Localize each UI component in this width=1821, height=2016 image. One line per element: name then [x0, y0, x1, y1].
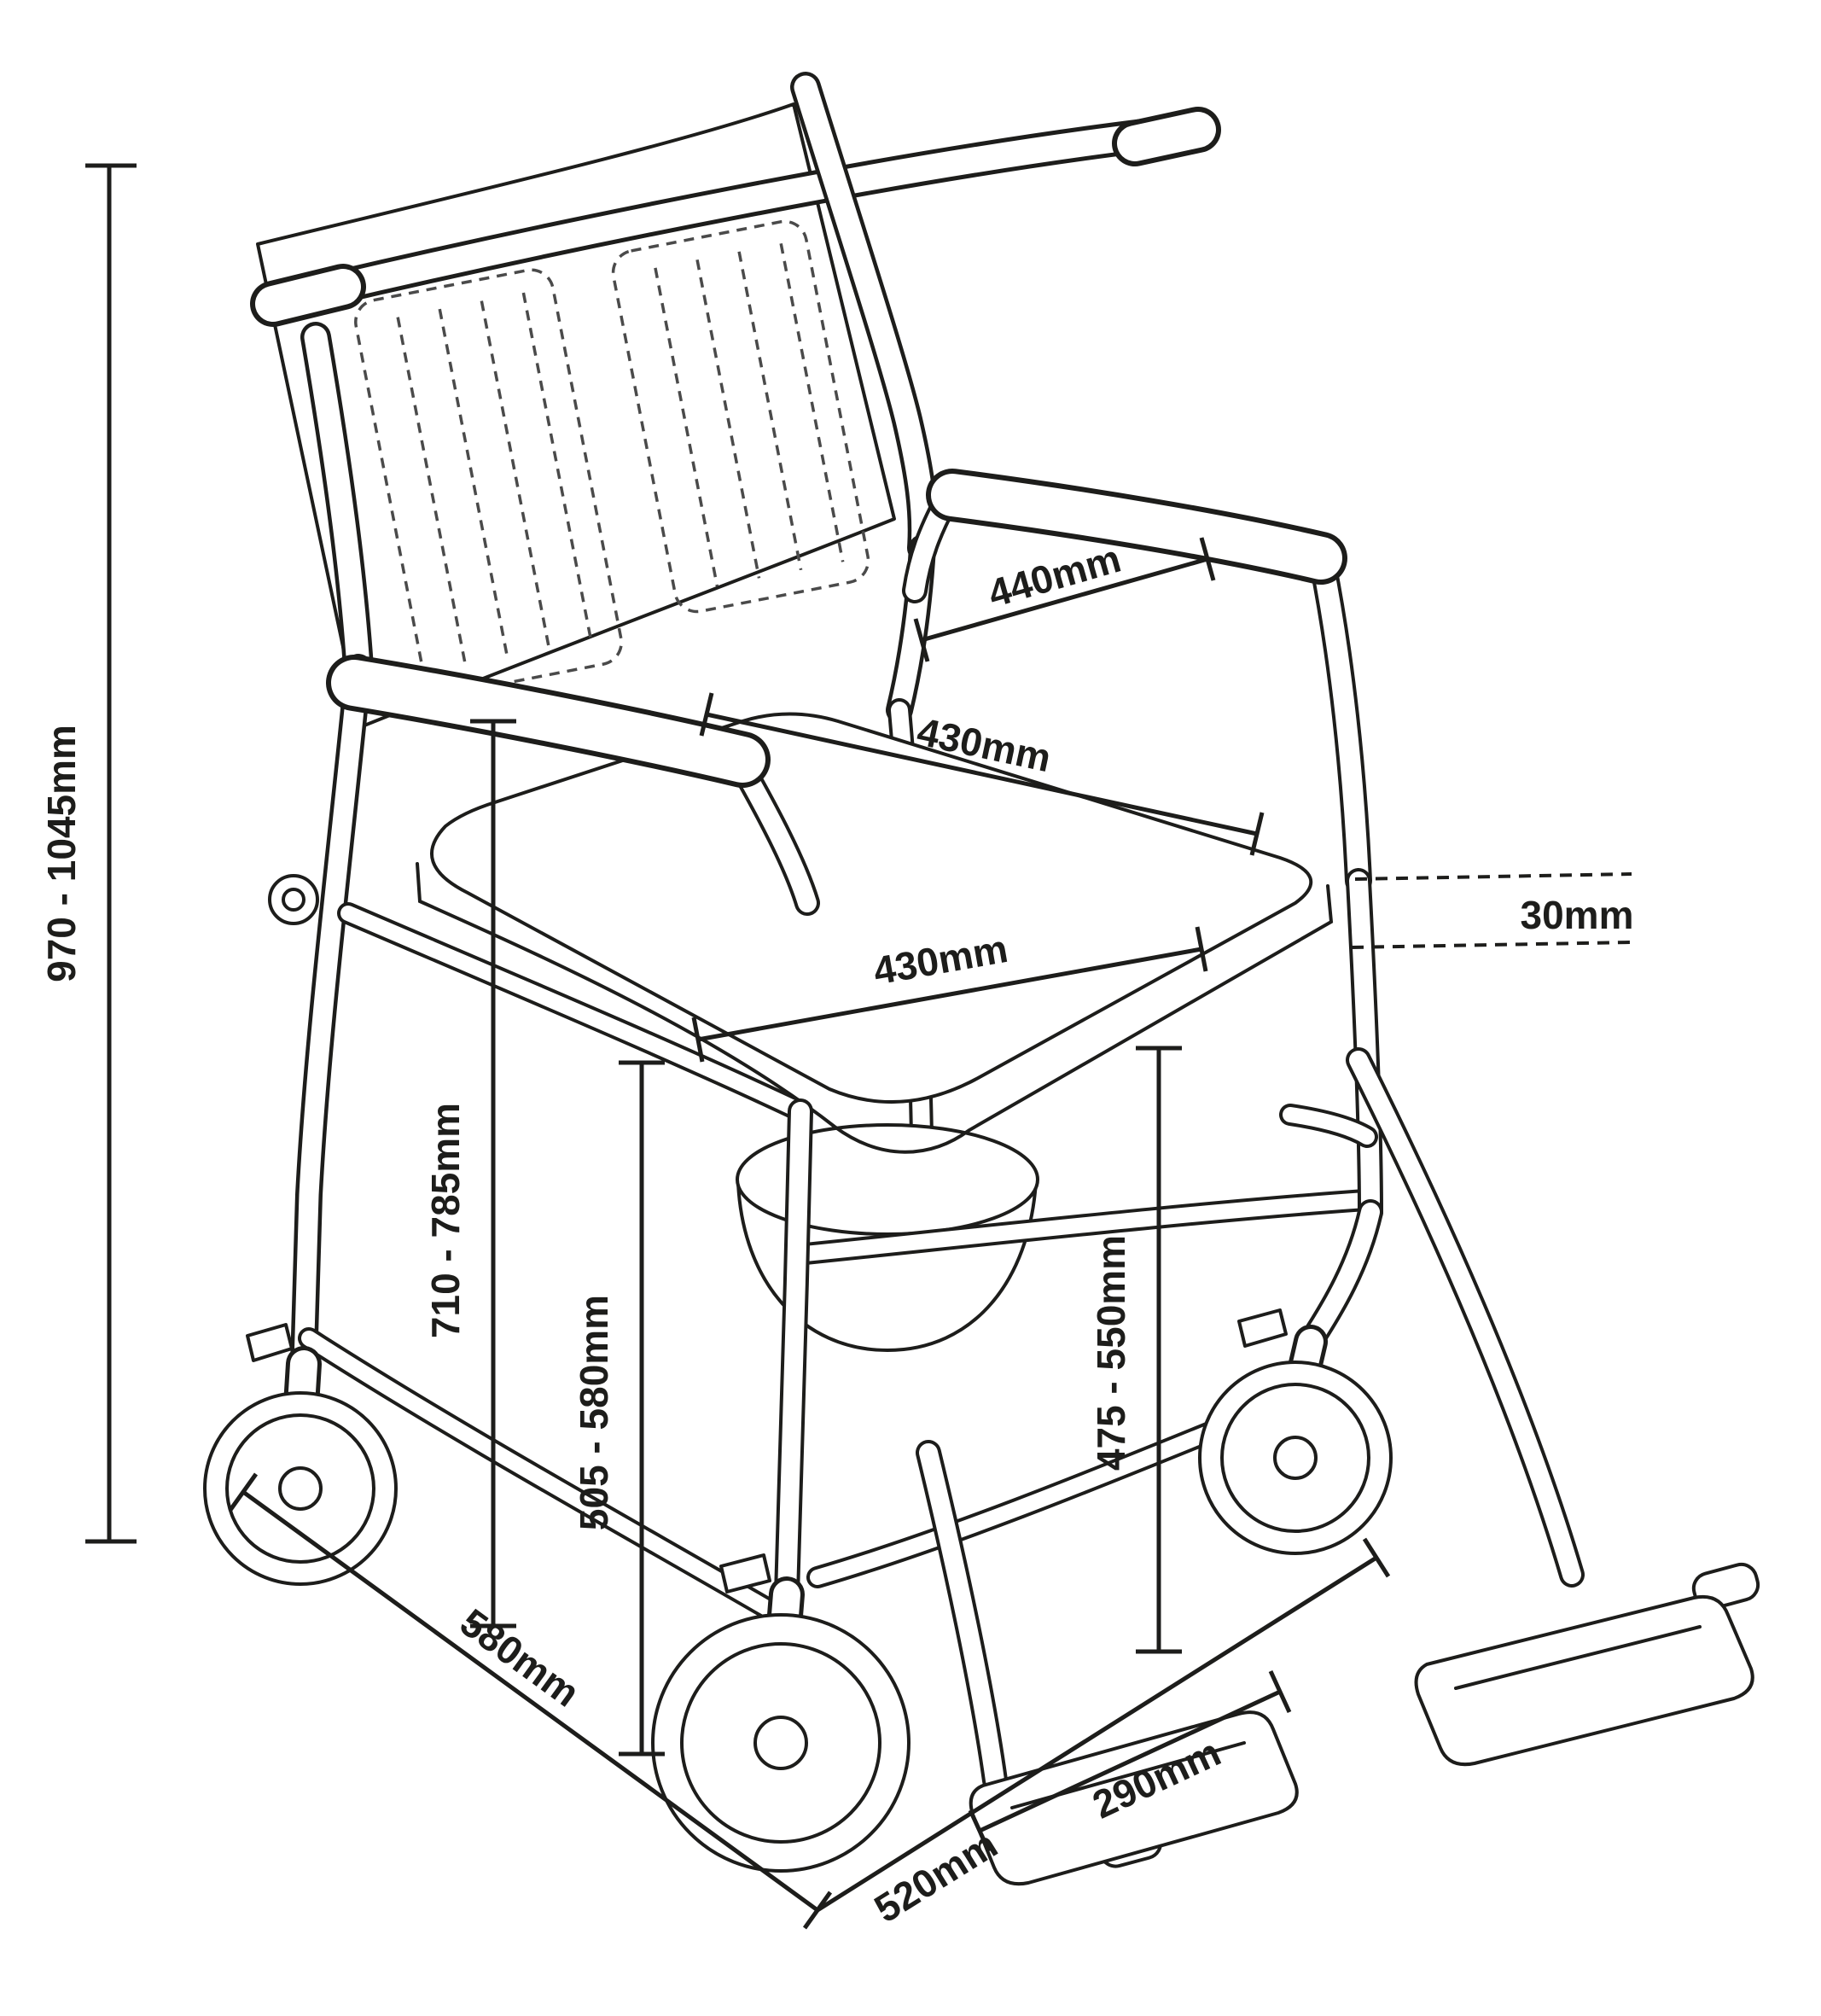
- cushion-top: [430, 712, 1313, 1104]
- dim-line: [241, 1489, 819, 1913]
- seat-cushion: [416, 712, 1334, 1154]
- panel-stitch-line: [695, 259, 761, 579]
- dim-label-overall-height: 970 - 1045mm: [39, 725, 84, 982]
- underframe-rear: [268, 667, 922, 1364]
- dim-line: [816, 1555, 1378, 1913]
- backrest-panel-right: [611, 219, 870, 614]
- dim-tick: [1195, 926, 1208, 972]
- caster-hub: [753, 1716, 808, 1770]
- dim-label-armrest-height: 710 - 785mm: [423, 1103, 468, 1338]
- panel-stitch-line: [396, 317, 468, 670]
- caster-rear-left: [203, 1323, 398, 1586]
- caster-wheel-rim: [680, 1642, 881, 1844]
- armrest-right-front-support: [1323, 563, 1358, 881]
- panel-stitch-line: [737, 251, 803, 571]
- dim-tick: [1268, 1669, 1292, 1714]
- dim-line: [921, 556, 1208, 643]
- caster-front-left: [651, 1553, 910, 1873]
- caster-front-right: [1198, 1212, 1393, 1555]
- footplate: [1414, 1595, 1754, 1767]
- footplate: [969, 1710, 1299, 1886]
- push-handle-grip-left: [273, 287, 343, 304]
- backrest: [258, 87, 1198, 729]
- dim-label-cushion-thickness: 30mm: [1521, 893, 1634, 937]
- panel-stitch-line: [521, 292, 594, 645]
- panel-stitch-line: [654, 267, 719, 587]
- caster-wheel-rim: [1220, 1383, 1370, 1533]
- pan-rim: [736, 1123, 1039, 1236]
- dim-line: [706, 712, 1258, 836]
- adjustment-knob-center: [282, 888, 305, 912]
- dim-tick: [228, 1472, 259, 1512]
- dim-tick: [1199, 537, 1216, 581]
- push-handle-grip-right: [1135, 130, 1198, 143]
- cushion-side-edge: [416, 862, 1334, 1154]
- brake-lever: [246, 1323, 294, 1362]
- footrest-hanger-left: [928, 1453, 995, 1780]
- panel-outline: [354, 268, 623, 696]
- commode-pan: [736, 1123, 1039, 1352]
- panel-stitch-line: [480, 300, 552, 654]
- brake-lever: [1237, 1308, 1288, 1348]
- dim-label-seat-height: 505 - 580mm: [572, 1295, 616, 1530]
- dim-tick: [913, 618, 930, 662]
- dim-armrest-height: 710 - 785mm: [423, 719, 516, 1629]
- dim-line: [697, 947, 1202, 1042]
- caster-hub: [1273, 1436, 1318, 1480]
- dim-label-rail-height: 475 - 550mm: [1089, 1235, 1133, 1471]
- dim-seat-height: 505 - 580mm: [572, 1060, 665, 1757]
- dim-overall-height: 970 - 1045mm: [39, 163, 137, 1544]
- dim-line: [978, 1689, 1282, 1833]
- dim-rail-height: 475 - 550mm: [1089, 1046, 1182, 1654]
- brake-lever: [719, 1553, 771, 1594]
- footplate-ridge: [1454, 1625, 1702, 1690]
- panel-outline: [611, 219, 870, 614]
- dim-tick: [1362, 1537, 1391, 1578]
- dim-cushion-thickness: 30mm: [1351, 872, 1634, 949]
- dim-extension-line: [1351, 941, 1632, 949]
- panel-stitch-line: [779, 242, 845, 562]
- dim-tick: [1249, 812, 1265, 856]
- caster-hub: [278, 1466, 323, 1511]
- footplate-left: [969, 1710, 1299, 1886]
- dim-tick: [699, 692, 714, 737]
- dim-tick: [691, 1017, 705, 1063]
- dim-extension-line: [1354, 872, 1632, 881]
- footplate-right: [1414, 1562, 1760, 1767]
- dim-tick: [968, 1809, 992, 1853]
- panel-stitch-line: [438, 308, 510, 661]
- backrest-panel-left: [354, 268, 623, 696]
- caster-wheel-rim: [225, 1413, 375, 1564]
